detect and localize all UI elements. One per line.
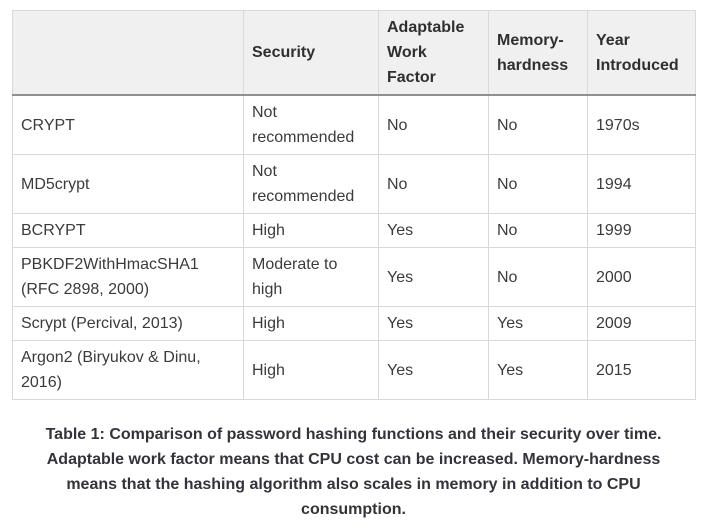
cell-adaptable-work-factor: Yes xyxy=(378,306,489,341)
column-header-adaptable-work-factor: Adaptable Work Factor xyxy=(378,10,489,96)
table-header: Security Adaptable Work Factor Memory-ha… xyxy=(12,10,696,96)
column-header-year-introduced: Year Introduced xyxy=(587,10,696,96)
cell-year-introduced: 1999 xyxy=(587,213,696,248)
caption-line: Table 1: Comparison of password hashing … xyxy=(45,426,662,443)
password-hashing-comparison-table: Security Adaptable Work Factor Memory-ha… xyxy=(12,10,696,400)
cell-year-introduced: 2009 xyxy=(587,306,696,341)
cell-security: High xyxy=(243,213,379,248)
cell-memory-hardness: No xyxy=(488,154,588,214)
cell-security: Not recommended xyxy=(243,154,379,214)
table-body: CRYPT Not recommended No No 1970s MD5cry… xyxy=(12,94,696,400)
table-row-scrypt: Scrypt (Percival, 2013) High Yes Yes 200… xyxy=(12,306,696,341)
cell-name: Scrypt (Percival, 2013) xyxy=(12,306,244,341)
cell-year-introduced: 1994 xyxy=(587,154,696,214)
cell-name: CRYPT xyxy=(12,94,244,155)
cell-adaptable-work-factor: No xyxy=(378,94,489,155)
cell-adaptable-work-factor: No xyxy=(378,154,489,214)
cell-memory-hardness: No xyxy=(488,213,588,248)
column-header-memory-hardness: Memory-hardness xyxy=(488,10,588,96)
cell-security: High xyxy=(243,306,379,341)
cell-year-introduced: 2015 xyxy=(587,340,696,400)
table-caption: Table 1: Comparison of password hashing … xyxy=(10,422,697,522)
cell-name: Argon2 (Biryukov & Dinu, 2016) xyxy=(12,340,244,400)
table-row-md5crypt: MD5crypt Not recommended No No 1994 xyxy=(12,154,696,214)
cell-security: Moderate to high xyxy=(243,247,379,307)
table-row-bcrypt: BCRYPT High Yes No 1999 xyxy=(12,213,696,248)
cell-memory-hardness: Yes xyxy=(488,306,588,341)
header-row: Security Adaptable Work Factor Memory-ha… xyxy=(12,10,696,96)
table-row-crypt: CRYPT Not recommended No No 1970s xyxy=(12,94,696,155)
cell-memory-hardness: No xyxy=(488,94,588,155)
cell-memory-hardness: No xyxy=(488,247,588,307)
cell-name: MD5crypt xyxy=(12,154,244,214)
column-header-security: Security xyxy=(243,10,379,96)
caption-line: means that the hashing algorithm also sc… xyxy=(66,476,641,493)
column-header-name xyxy=(12,10,244,96)
cell-memory-hardness: Yes xyxy=(488,340,588,400)
caption-line: consumption. xyxy=(301,501,406,518)
caption-line: Adaptable work factor means that CPU cos… xyxy=(46,451,661,468)
cell-name: PBKDF2WithHmacSHA1 (RFC 2898, 2000) xyxy=(12,247,244,307)
cell-security: High xyxy=(243,340,379,400)
cell-name: BCRYPT xyxy=(12,213,244,248)
cell-year-introduced: 2000 xyxy=(587,247,696,307)
cell-adaptable-work-factor: Yes xyxy=(378,213,489,248)
cell-year-introduced: 1970s xyxy=(587,94,696,155)
cell-security: Not recommended xyxy=(243,94,379,155)
table-row-pbkdf2: PBKDF2WithHmacSHA1 (RFC 2898, 2000) Mode… xyxy=(12,247,696,307)
table-row-argon2: Argon2 (Biryukov & Dinu, 2016) High Yes … xyxy=(12,340,696,400)
cell-adaptable-work-factor: Yes xyxy=(378,247,489,307)
cell-adaptable-work-factor: Yes xyxy=(378,340,489,400)
